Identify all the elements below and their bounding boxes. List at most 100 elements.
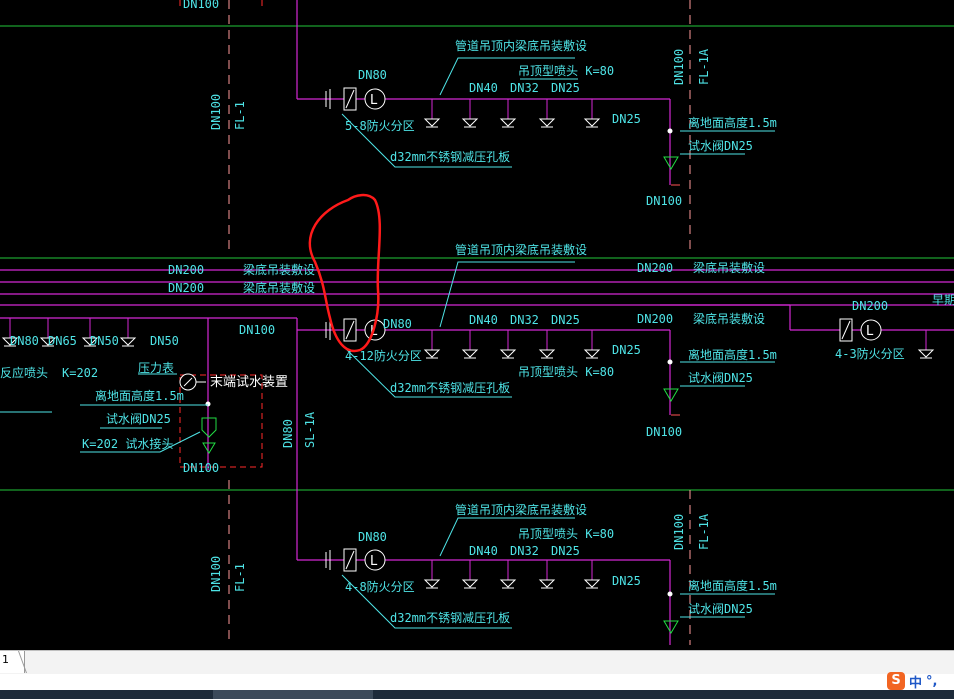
label-mid-riser-tag: SL-1A xyxy=(303,411,317,448)
markup-circle xyxy=(308,193,382,353)
pipes xyxy=(0,0,954,645)
ime-logo-icon: S xyxy=(887,672,905,690)
label-bottom-test-height: 离地面高度1.5m xyxy=(688,578,777,593)
label-top-zone: 5-8防火分区 xyxy=(345,118,415,133)
label-bottom-size-1: DN40 xyxy=(469,544,498,558)
label-top-test-height: 离地面高度1.5m xyxy=(688,115,777,130)
sprinkler-head-icon xyxy=(538,99,556,128)
label-bottom-zone: 4-8防火分区 xyxy=(345,579,415,594)
sprinkler-head-icon xyxy=(917,330,935,359)
label-mid-sprinkler-note: 吊顶型喷头 K=80 xyxy=(518,365,614,379)
label-top-orifice: d32mm不锈钢减压孔板 xyxy=(390,150,510,164)
label-right-bottom-riser-tag: FL-1A xyxy=(697,513,711,550)
layout-tab[interactable]: 1 xyxy=(0,651,25,673)
label-main-a-note: 梁底吊装敷设 xyxy=(243,262,315,277)
valve-group-far-right: L xyxy=(839,318,882,342)
label-main-b-note: 梁底吊装敷设 xyxy=(243,280,315,295)
label-left-nozzle: K=202 试水接头 xyxy=(82,436,173,451)
label-left-k: K=202 xyxy=(62,366,98,380)
label-terminal: 末端试水装置 xyxy=(210,375,288,390)
label-left-riser: DN100 xyxy=(239,323,275,337)
label-top-end-size: DN25 xyxy=(612,112,641,126)
leader-lines xyxy=(0,57,775,629)
label-mid-drain: DN100 xyxy=(646,425,682,439)
label-bottom-size-2: DN32 xyxy=(510,544,539,558)
sprinkler-head-icon xyxy=(538,330,556,359)
label-left-valve: 试水阀DN25 xyxy=(106,411,171,426)
label-top-size-3: DN25 xyxy=(551,81,580,95)
ime-indicator[interactable]: S 中 °, xyxy=(887,671,937,691)
label-mid-test-valve: 试水阀DN25 xyxy=(688,370,753,385)
sprinkler-head-icon xyxy=(423,560,441,589)
ime-mode[interactable]: 中 xyxy=(909,675,923,691)
test-points xyxy=(205,128,673,597)
label-bottom-riser-pipe: DN100 xyxy=(209,556,223,592)
terminal-box xyxy=(179,374,263,468)
sprinkler-head-icon xyxy=(583,560,601,589)
sprinkler-head-icon xyxy=(538,560,556,589)
sprinkler-head-icon xyxy=(583,99,601,128)
label-bottom-size-3: DN25 xyxy=(551,544,580,558)
label-top-sprinkler-note: 吊顶型喷头 K=80 xyxy=(518,64,614,78)
ime-punct[interactable]: °, xyxy=(926,673,938,689)
label-mid-orifice: d32mm不锈钢减压孔板 xyxy=(390,381,510,395)
label-bottom-note: 管道吊顶内梁底吊装敷设 xyxy=(455,502,587,517)
label-mid-size-2: DN32 xyxy=(510,313,539,327)
label-mid-branch-note: 梁底吊装敷设 xyxy=(693,311,765,326)
sprinkler-head-icon xyxy=(81,318,99,347)
valve-group-bottom: L xyxy=(325,548,386,572)
pressure-gauge-icon xyxy=(179,373,206,391)
label-top-valve-size: DN80 xyxy=(358,68,387,82)
sprinkler-head-icon xyxy=(1,318,19,347)
label-top-note: 管道吊顶内梁底吊装敷设 xyxy=(455,38,587,53)
label-bottom-orifice: d32mm不锈钢减压孔板 xyxy=(390,611,510,625)
label-left-height: 离地面高度1.5m xyxy=(95,388,184,403)
sprinkler-head-icon xyxy=(461,330,479,359)
label-mid-size-1: DN40 xyxy=(469,313,498,327)
label-right-bottom-riser-pipe: DN100 xyxy=(672,514,686,550)
label-far-right-zone: 4-3防火分区 xyxy=(835,346,905,361)
sprinkler-head-icon xyxy=(119,318,137,347)
label-mid-end-size: DN25 xyxy=(612,343,641,357)
sprinkler-heads xyxy=(1,99,935,589)
sprinkler-head-icon xyxy=(423,99,441,128)
label-main-b: DN200 xyxy=(168,281,204,295)
label-gauge: 压力表 xyxy=(138,361,174,375)
layout-tab-bar: 1 xyxy=(0,650,954,675)
svg-text:L: L xyxy=(866,324,874,339)
taskbar-item[interactable] xyxy=(213,690,373,699)
label-mid-test-height: 离地面高度1.5m xyxy=(688,347,777,362)
label-bottom-sprinkler-note: 吊顶型喷头 K=80 xyxy=(518,527,614,541)
sprinkler-head-icon xyxy=(423,330,441,359)
label-right-top-riser-tag: FL-1A xyxy=(697,48,711,85)
label-bottom-valve-size: DN80 xyxy=(358,530,387,544)
label-left-cut: 反应喷头 xyxy=(0,365,48,380)
svg-text:L: L xyxy=(370,554,378,569)
label-mid-note: 管道吊顶内梁底吊装敷设 xyxy=(455,242,587,257)
floor-lines xyxy=(0,25,954,491)
center-lines xyxy=(228,0,691,645)
label-bottom-riser-tag: FL-1 xyxy=(233,563,247,592)
svg-text:L: L xyxy=(370,93,378,108)
label-main-a: DN200 xyxy=(168,263,204,277)
sprinkler-head-icon xyxy=(461,99,479,128)
sprinkler-head-icon xyxy=(39,318,57,347)
label-top-size-1: DN40 xyxy=(469,81,498,95)
label-top-test-valve: 试水阀DN25 xyxy=(688,138,753,153)
label-left-size-1: DN80 xyxy=(10,334,39,348)
sprinkler-head-icon xyxy=(499,560,517,589)
label-left-size-2: DN65 xyxy=(48,334,77,348)
sprinkler-head-icon xyxy=(499,330,517,359)
label-right-top-riser-pipe: DN100 xyxy=(672,49,686,85)
label-top-drain: DN100 xyxy=(646,194,682,208)
label-top-riser-pipe: DN100 xyxy=(209,94,223,130)
label-top-size-2: DN32 xyxy=(510,81,539,95)
label-mid-zone: 4-12防火分区 xyxy=(345,348,422,363)
label-bottom-end-size: DN25 xyxy=(612,574,641,588)
label-top-riser-tag: FL-1 xyxy=(233,101,247,130)
label-mid-size-3: DN25 xyxy=(551,313,580,327)
drain-marks xyxy=(671,184,680,416)
cad-drawing-canvas[interactable]: L L L L xyxy=(0,0,954,650)
label-left-size-4: DN50 xyxy=(150,334,179,348)
label-bottom-test-valve: 试水阀DN25 xyxy=(688,601,753,616)
